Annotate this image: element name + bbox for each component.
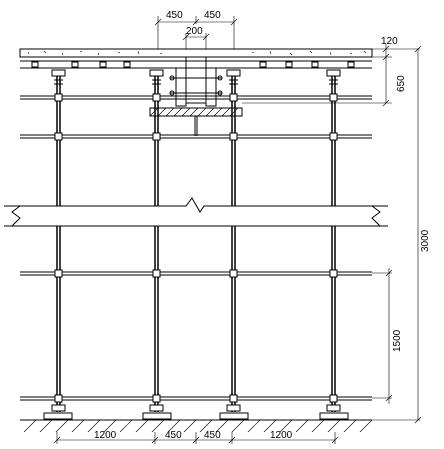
dim-bottom-1200-right: 1200: [270, 430, 293, 441]
scaffold-ledgers: [20, 95, 372, 401]
dim-right-120: 120: [381, 36, 398, 47]
dim-top-left-450: 450: [166, 10, 183, 21]
dim-bottom-450-left: 450: [165, 430, 182, 441]
dim-top-beam-200: 200: [186, 26, 203, 37]
top-dimension-chain: 450 450 200: [154, 10, 238, 52]
standard-1: [56, 76, 61, 412]
beam-side-formwork: [149, 67, 243, 117]
bottom-dimension-chain: 1200 450 450 1200: [53, 430, 339, 444]
dim-right-650: 650: [396, 75, 407, 92]
concrete-slab: [19, 48, 373, 104]
top-u-head-jacks: [51, 69, 341, 85]
dim-top-right-450: 450: [204, 10, 221, 21]
dim-right-3000: 3000: [420, 229, 431, 252]
standard-beam-center: [194, 116, 198, 136]
standard-4: [331, 76, 336, 412]
base-jacks: [43, 404, 349, 420]
dim-bottom-1200-left: 1200: [94, 430, 117, 441]
standard-3: [231, 76, 236, 412]
break-lines: [4, 197, 388, 227]
scaffold-couplers: [54, 93, 338, 403]
dim-bottom-450-right: 450: [204, 430, 221, 441]
scaffold-standards: [56, 76, 336, 412]
standard-2: [154, 76, 159, 412]
dim-right-1500: 1500: [392, 329, 403, 352]
ground-hatch: [20, 419, 373, 433]
formwork-joists: [20, 60, 372, 69]
right-dimension-chain: 120 650 3000 1500: [242, 36, 431, 424]
